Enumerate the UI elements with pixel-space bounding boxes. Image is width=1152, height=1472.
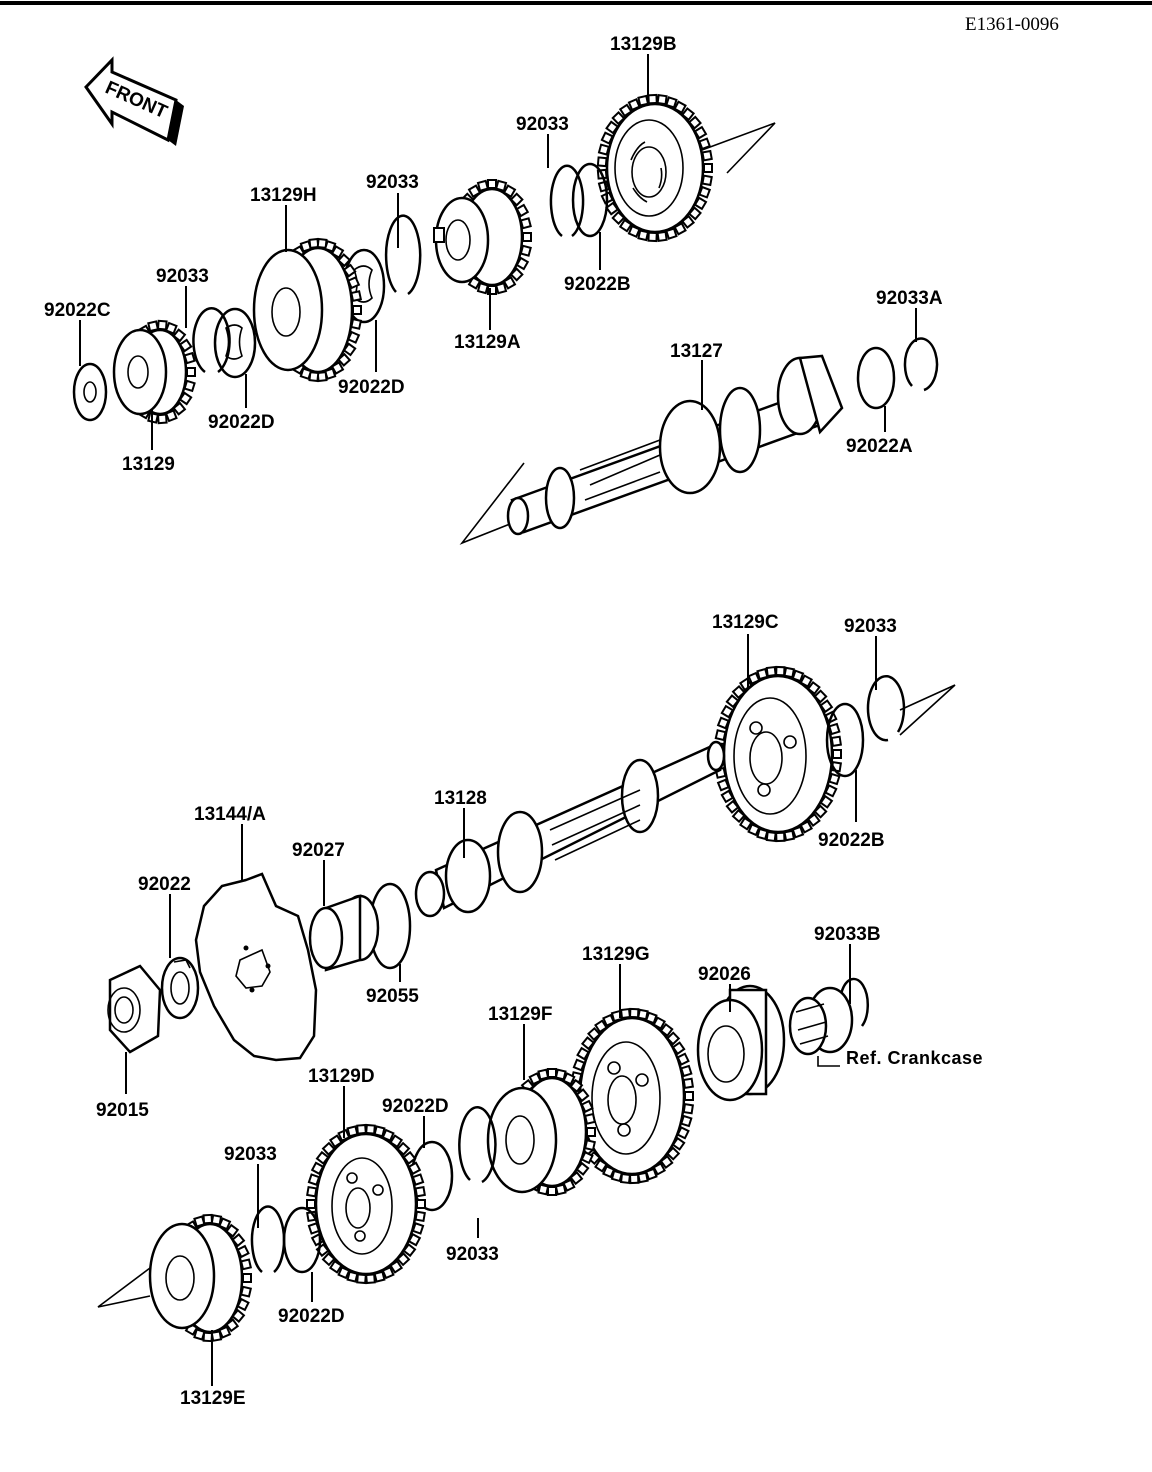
circlip-92033-bl bbox=[250, 1205, 286, 1273]
label-92022A: 92022A bbox=[846, 436, 913, 457]
label-13129C: 13129C bbox=[712, 612, 779, 633]
label-92015: 92015 bbox=[96, 1100, 149, 1121]
label-92022D-a: 92022D bbox=[338, 377, 405, 398]
label-92033-mid: 92033 bbox=[366, 172, 419, 193]
diagram-code: E1361-0096 bbox=[965, 14, 1059, 35]
label-13129G: 13129G bbox=[582, 944, 650, 965]
label-13127: 13127 bbox=[670, 341, 723, 362]
label-13128: 13128 bbox=[434, 788, 487, 809]
label-92033-bl: 92033 bbox=[224, 1144, 277, 1165]
label-92033-top: 92033 bbox=[516, 114, 569, 135]
shaft-13127 bbox=[506, 354, 844, 536]
bearing-92026 bbox=[696, 984, 786, 1102]
label-92033-left: 92033 bbox=[156, 266, 209, 287]
reference-note: Ref. Crankcase bbox=[846, 1048, 983, 1068]
label-92022D-c: 92022D bbox=[382, 1096, 449, 1117]
gear-13129D bbox=[306, 1123, 426, 1285]
label-13129D: 13129D bbox=[308, 1066, 375, 1087]
front-arrow-icon: FRONT bbox=[84, 56, 184, 146]
label-92022B-top: 92022B bbox=[564, 274, 631, 295]
label-13129H: 13129H bbox=[250, 185, 317, 206]
label-92027: 92027 bbox=[292, 840, 345, 861]
needle-bearing bbox=[788, 986, 854, 1056]
leader-lines bbox=[79, 54, 917, 1386]
washer-92022 bbox=[160, 956, 200, 1020]
circlip-92033-right bbox=[866, 675, 906, 742]
collar-92027 bbox=[308, 894, 380, 972]
gear-13129H bbox=[252, 237, 363, 383]
label-92022D-b: 92022D bbox=[208, 412, 275, 433]
gear-13129G bbox=[569, 1007, 695, 1185]
axis-line bbox=[97, 1267, 151, 1308]
label-13144A: 13144/A bbox=[194, 804, 266, 825]
gear-13129E bbox=[148, 1213, 253, 1343]
gear-13129A bbox=[433, 179, 532, 295]
label-13129F: 13129F bbox=[488, 1004, 552, 1025]
label-92022D-d: 92022D bbox=[278, 1306, 345, 1327]
label-92033-low: 92033 bbox=[446, 1244, 499, 1265]
washer-92022C bbox=[72, 362, 108, 422]
circlip-92033-mid bbox=[384, 214, 422, 296]
gear-13129B bbox=[596, 93, 713, 243]
shaft-13128 bbox=[414, 740, 726, 918]
label-13129E: 13129E bbox=[180, 1388, 246, 1409]
sprocket-13144A bbox=[194, 872, 318, 1062]
circlip-92033-low bbox=[458, 1106, 497, 1184]
circlip-92033-top bbox=[549, 164, 585, 238]
washer-92022D-left bbox=[213, 307, 257, 379]
gear-13129F bbox=[486, 1068, 596, 1196]
label-13129: 13129 bbox=[122, 454, 175, 475]
label-92022: 92022 bbox=[138, 874, 191, 895]
label-92055: 92055 bbox=[366, 986, 419, 1007]
label-92022B-right: 92022B bbox=[818, 830, 885, 851]
label-13129B: 13129B bbox=[610, 34, 677, 55]
label-13129A: 13129A bbox=[454, 332, 521, 353]
axis-line bbox=[701, 122, 776, 174]
washer-92022B-right bbox=[825, 702, 865, 778]
circlip-92033-left bbox=[192, 307, 231, 374]
label-92033B: 92033B bbox=[814, 924, 881, 945]
washer-92022B-top bbox=[571, 162, 609, 238]
nut-92015 bbox=[107, 964, 162, 1054]
label-92026: 92026 bbox=[698, 964, 751, 985]
axis-line bbox=[899, 684, 956, 736]
gear-13129 bbox=[112, 319, 196, 425]
washer-92022A bbox=[856, 346, 896, 410]
axis-line bbox=[459, 462, 525, 545]
gear-13129C bbox=[713, 665, 843, 843]
reference-leader bbox=[817, 1056, 840, 1067]
label-92033-right: 92033 bbox=[844, 616, 897, 637]
label-92033A: 92033A bbox=[876, 288, 943, 309]
gear-teeth bbox=[306, 1123, 426, 1285]
circlip-92033A bbox=[903, 337, 939, 392]
label-92022C: 92022C bbox=[44, 300, 111, 321]
